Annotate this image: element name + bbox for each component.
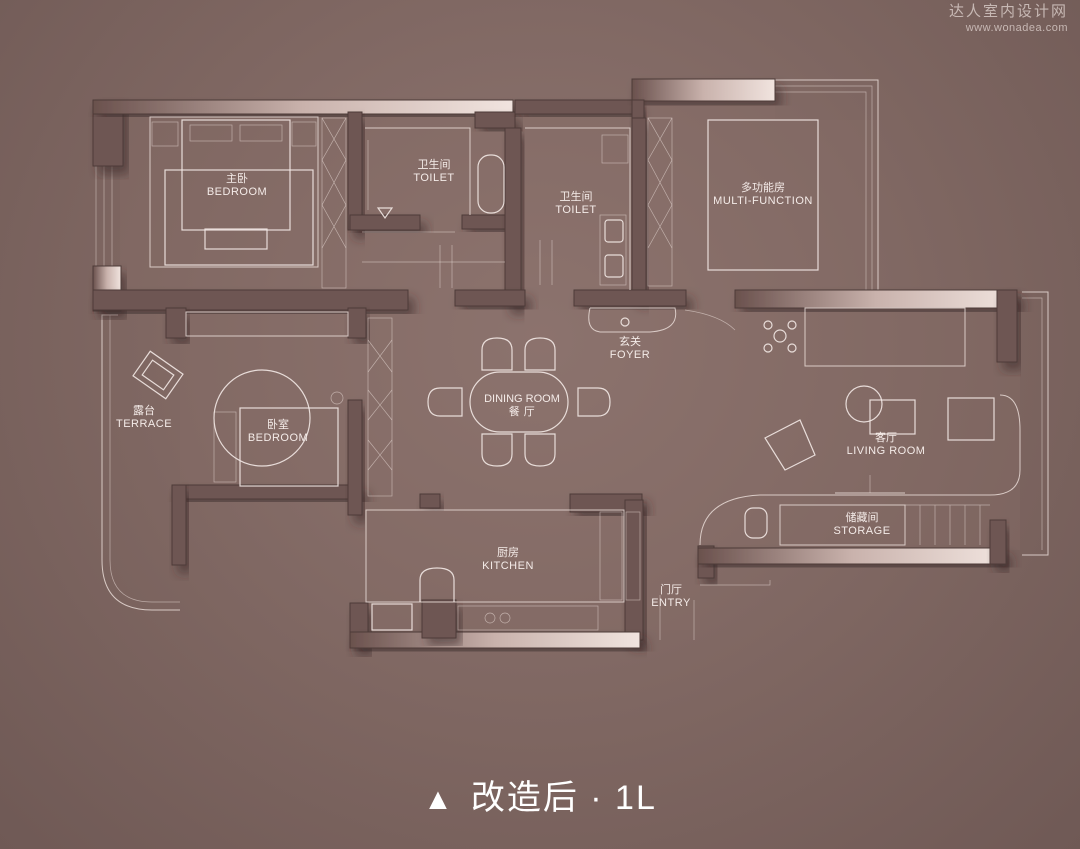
room-living: 客厅 LIVING ROOM <box>847 432 926 458</box>
triangle-icon: ▲ <box>423 783 455 816</box>
room-terrace: 露台 TERRACE <box>116 405 172 431</box>
room-multi-function: 多功能房 MULTI-FUNCTION <box>713 182 813 208</box>
room-en-label: MULTI-FUNCTION <box>713 195 813 207</box>
room-en-label: KITCHEN <box>482 560 534 572</box>
room-cn-label: 露台 <box>133 405 155 417</box>
room-cn-label: 储藏间 <box>845 512 879 524</box>
room-en-label: TERRACE <box>115 418 173 430</box>
toilet-1-fixtures <box>362 127 505 288</box>
walls <box>92 78 1018 649</box>
room-en-label: BEDROOM <box>206 186 268 198</box>
terrace-chair <box>132 350 184 400</box>
room-cn-label: 主卧 <box>226 173 248 185</box>
room-cn-label: 卧室 <box>267 419 289 431</box>
room-toilet-2: 卫生间 TOILET <box>555 191 596 217</box>
room-cn-label: 卫生间 <box>559 191 593 203</box>
room-toilet-1: 卫生间 TOILET <box>413 159 454 185</box>
storage-furniture <box>744 504 990 546</box>
room-kitchen: 厨房 KITCHEN <box>482 547 534 573</box>
right-outline <box>699 79 1049 586</box>
room-cn-label: 玄关 <box>619 336 641 348</box>
room-bedroom-2: 卧室 BEDROOM <box>248 419 308 445</box>
room-cn-label: 餐 厅 <box>508 406 536 418</box>
room-en-label: BEDROOM <box>247 432 309 444</box>
watermark-url: www.wonadea.com <box>965 22 1068 34</box>
room-cn-label: 客厅 <box>875 432 897 444</box>
room-en-label: STORAGE <box>833 525 891 537</box>
kitchen-furniture <box>365 509 695 640</box>
room-en-label: DINING ROOM <box>484 393 560 405</box>
bedroom-2-furniture <box>185 311 349 487</box>
toilet-2-fixtures <box>525 127 631 290</box>
room-cn-label: 厨房 <box>497 547 519 559</box>
room-cn-label: 门厅 <box>660 584 682 596</box>
master-bedroom-furniture <box>149 116 347 289</box>
room-foyer: 玄关 FOYER <box>610 336 650 362</box>
room-en-label: ENTRY <box>651 597 691 609</box>
room-master-bedroom: 主卧 BEDROOM <box>207 173 267 199</box>
watermark: 达人室内设计网 www.wonadea.com <box>949 4 1068 36</box>
room-storage: 储藏间 STORAGE <box>833 512 890 538</box>
room-cn-label: 卫生间 <box>417 159 451 171</box>
foyer-furniture <box>588 307 736 333</box>
living-room-furniture <box>763 307 995 494</box>
room-cn-label: 多功能房 <box>741 182 785 194</box>
room-dining: DINING ROOM 餐 厅 <box>484 393 560 419</box>
caption-text: 改造后 · 1L <box>470 779 657 817</box>
room-en-label: TOILET <box>413 172 455 184</box>
multi-function-furniture <box>647 117 819 287</box>
room-en-label: LIVING ROOM <box>846 445 926 457</box>
dining-furniture <box>367 317 611 497</box>
room-entry: 门厅 ENTRY <box>651 584 691 610</box>
room-en-label: FOYER <box>609 349 651 361</box>
room-en-label: TOILET <box>555 204 597 216</box>
watermark-site-name: 达人室内设计网 <box>948 3 1068 20</box>
plan-caption: ▲ 改造后 · 1L <box>0 770 1080 819</box>
